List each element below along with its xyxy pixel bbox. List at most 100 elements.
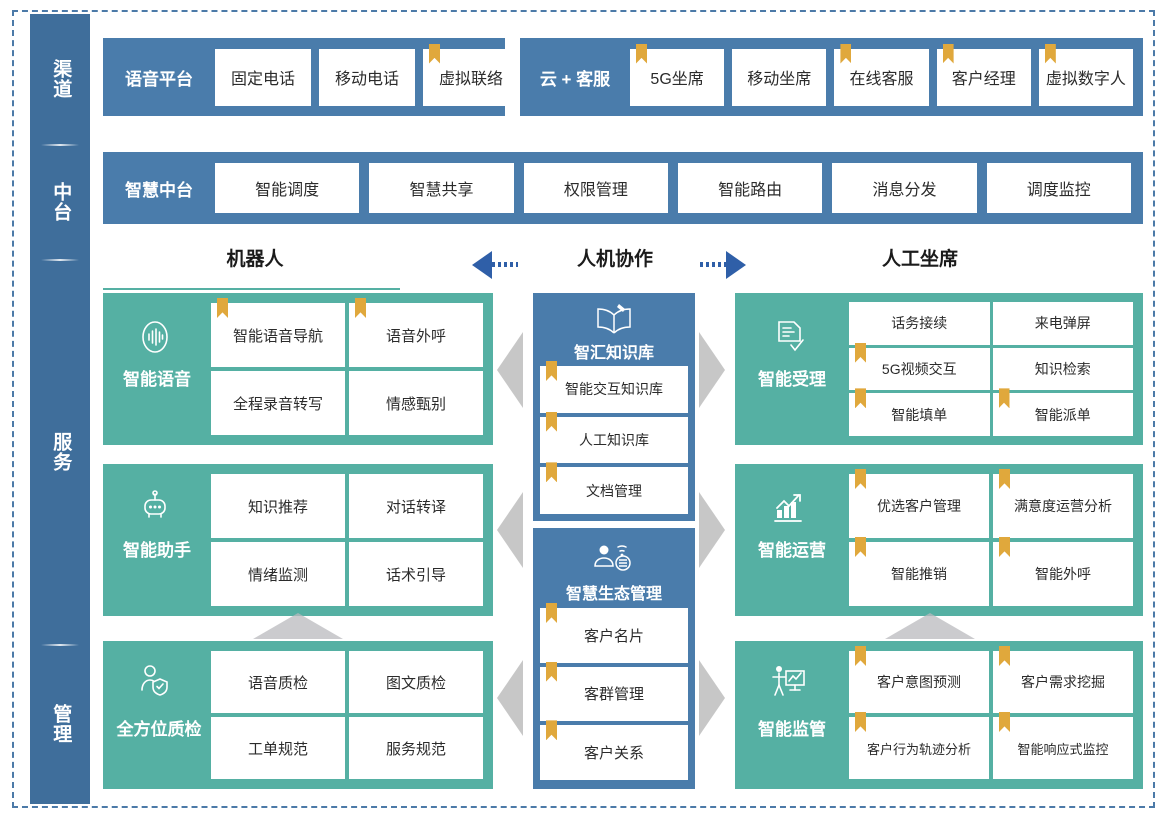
card-satisfaction-analysis[interactable]: 满意度运营分析: [993, 474, 1133, 538]
card-incoming-call-popup[interactable]: 来电弹屏: [992, 302, 1133, 345]
channel-group-title-voice: 语音平台: [125, 69, 193, 89]
rail-label-management: 管理: [50, 704, 72, 744]
card-label: 客户需求挖掘: [1021, 674, 1105, 690]
arrow-up-left-1-icon: [253, 613, 343, 639]
card-knowledge-search[interactable]: 知识检索: [992, 347, 1133, 391]
channel-card-label: 虚拟联络: [438, 71, 503, 88]
card-manual-knowledge-base[interactable]: 人工知识库: [540, 416, 688, 464]
group-label-smart-supervision: 智能监管: [758, 720, 826, 739]
header-collaboration: 人机协作: [576, 249, 653, 270]
card-service-standard[interactable]: 服务规范: [349, 717, 483, 779]
channel-card-label: 在线客服: [849, 71, 914, 88]
flow-chevron-right-1-icon: [699, 332, 725, 408]
card-call-connection[interactable]: 话务接续: [849, 302, 990, 345]
flow-chevron-right-3-icon: [699, 660, 725, 736]
channel-cards-cloud: 5G坐席 移动坐席 在线客服 客户经理 虚拟数字人: [630, 38, 1143, 116]
platform-card-label: 消息分发: [872, 182, 937, 199]
card-label: 情绪监测: [247, 566, 308, 584]
rail-label-channel: 渠道: [50, 59, 72, 99]
group-knowledge-base: 智汇知识库 智能交互知识库 人工知识库 文档管理: [533, 293, 695, 521]
card-label: 语音质检: [247, 674, 308, 692]
card-smart-voice-nav[interactable]: 智能语音导航: [211, 303, 345, 367]
platform-card-dispatch-monitor[interactable]: 调度监控: [986, 163, 1131, 213]
card-script-guidance[interactable]: 话术引导: [349, 542, 483, 606]
card-label: 优选客户管理: [877, 498, 961, 514]
card-label: 服务规范: [385, 740, 446, 758]
card-label: 来电弹屏: [1034, 315, 1091, 332]
arrow-left-icon: [472, 251, 492, 279]
channel-card-fixed-phone[interactable]: 固定电话: [215, 48, 311, 106]
card-smart-outbound-call[interactable]: 智能外呼: [993, 542, 1133, 606]
channel-card-mobile-phone[interactable]: 移动电话: [319, 48, 415, 106]
channel-card-online-service[interactable]: 在线客服: [834, 48, 929, 106]
card-label: 客户行为轨迹分析: [866, 741, 971, 757]
card-smart-marketing[interactable]: 智能推销: [849, 542, 989, 606]
channel-card-label: 移动电话: [334, 71, 399, 88]
group-cards-smart-acceptance: 话务接续 来电弹屏 5G视频交互 知识检索 智能填单 智能派单: [849, 302, 1133, 436]
card-label: 知识检索: [1034, 360, 1091, 377]
card-voice-quality[interactable]: 语音质检: [211, 651, 345, 713]
card-smart-form-filling[interactable]: 智能填单: [849, 393, 990, 436]
card-dialogue-translation[interactable]: 对话转译: [349, 474, 483, 538]
group-cards-smart-operation: 优选客户管理 满意度运营分析 智能推销 智能外呼: [849, 474, 1133, 606]
ecosystem-icon: [533, 536, 695, 580]
platform-card-permission[interactable]: 权限管理: [523, 163, 668, 213]
card-customer-relationship[interactable]: 客户关系: [540, 725, 688, 780]
card-label: 满意度运营分析: [1014, 498, 1112, 514]
rail-section-management: 管理: [30, 644, 90, 804]
card-customer-group-management[interactable]: 客群管理: [540, 666, 688, 722]
platform-card-label: 权限管理: [563, 182, 628, 199]
channel-card-label: 虚拟数字人: [1045, 71, 1126, 88]
card-text-image-quality[interactable]: 图文质检: [349, 651, 483, 713]
card-label: 工单规范: [247, 740, 308, 758]
card-customer-demand-mining[interactable]: 客户需求挖掘: [993, 651, 1133, 713]
card-ticket-standard[interactable]: 工单规范: [211, 717, 345, 779]
channel-card-label: 客户经理: [951, 71, 1016, 88]
card-customer-behavior-analysis[interactable]: 客户行为轨迹分析: [849, 717, 989, 779]
card-label: 图文质检: [385, 674, 446, 692]
platform-card-smart-dispatch[interactable]: 智能调度: [215, 163, 360, 213]
channel-card-label: 固定电话: [230, 71, 295, 88]
channel-group-cloud-service: 云 + 客服 5G坐席 移动坐席 在线客服 客户经理 虚拟数字人: [520, 38, 1143, 116]
card-label: 文档管理: [586, 482, 642, 499]
channel-group-title-cloud: 云 + 客服: [539, 69, 611, 89]
card-emotion-monitor[interactable]: 情绪监测: [211, 542, 345, 606]
card-full-recording-transcription[interactable]: 全程录音转写: [211, 371, 345, 435]
card-document-management[interactable]: 文档管理: [540, 467, 688, 514]
platform-card-message-dispatch[interactable]: 消息分发: [832, 163, 977, 213]
card-label: 5G视频交互: [881, 360, 957, 377]
card-customer-profile[interactable]: 客户名片: [540, 608, 688, 663]
card-smart-responsive-monitoring[interactable]: 智能响应式监控: [993, 717, 1133, 779]
rail-section-channel: 渠道: [30, 14, 90, 144]
card-smart-dispatch-order[interactable]: 智能派单: [992, 393, 1133, 436]
card-label: 话务接续: [891, 315, 948, 332]
card-knowledge-recommend[interactable]: 知识推荐: [211, 474, 345, 538]
channel-card-mobile-seat[interactable]: 移动坐席: [732, 48, 827, 106]
platform-card-smart-share[interactable]: 智慧共享: [369, 163, 514, 213]
card-emotion-detection[interactable]: 情感甄别: [349, 371, 483, 435]
middle-platform-title: 智慧中台: [125, 180, 193, 200]
channel-card-5g-seat[interactable]: 5G坐席: [630, 48, 725, 106]
group-smart-voice: 智能语音 智能语音导航 语音外呼 全程录音转写 情感甄别: [103, 293, 493, 445]
rail-label-service: 服务: [50, 431, 72, 472]
card-label: 智能推销: [891, 566, 947, 582]
card-interactive-knowledge-base[interactable]: 智能交互知识库: [540, 366, 688, 413]
group-label-quality-inspection: 全方位质检: [116, 720, 202, 739]
channel-card-virtual-human[interactable]: 虚拟数字人: [1038, 48, 1134, 106]
channel-card-virtual-contact[interactable]: 虚拟联络: [423, 48, 519, 106]
group-label-smart-acceptance: 智能受理: [758, 370, 826, 389]
card-voice-outbound[interactable]: 语音外呼: [349, 303, 483, 367]
arrow-right-icon: [726, 251, 746, 279]
card-preferred-customer-management[interactable]: 优选客户管理: [849, 474, 989, 538]
platform-card-smart-routing[interactable]: 智能路由: [677, 163, 823, 213]
card-5g-video-interaction[interactable]: 5G视频交互: [849, 347, 990, 391]
channel-card-account-manager[interactable]: 客户经理: [936, 48, 1031, 106]
group-smart-supervision: 智能监管 客户意图预测 客户需求挖掘 客户行为轨迹分析 智能响应式监控: [735, 641, 1143, 789]
group-cards-knowledge-base: 智能交互知识库 人工知识库 文档管理: [540, 366, 688, 514]
platform-card-label: 智慧共享: [409, 182, 474, 199]
group-label-smart-assistant: 智能助手: [123, 541, 191, 560]
middle-platform-cards: 智能调度 智慧共享 权限管理 智能路由 消息分发 调度监控: [215, 152, 1143, 224]
card-customer-intent-prediction[interactable]: 客户意图预测: [849, 651, 989, 713]
card-label: 话术引导: [385, 566, 446, 584]
group-quality-inspection: 全方位质检 语音质检 图文质检 工单规范 服务规范: [103, 641, 493, 789]
